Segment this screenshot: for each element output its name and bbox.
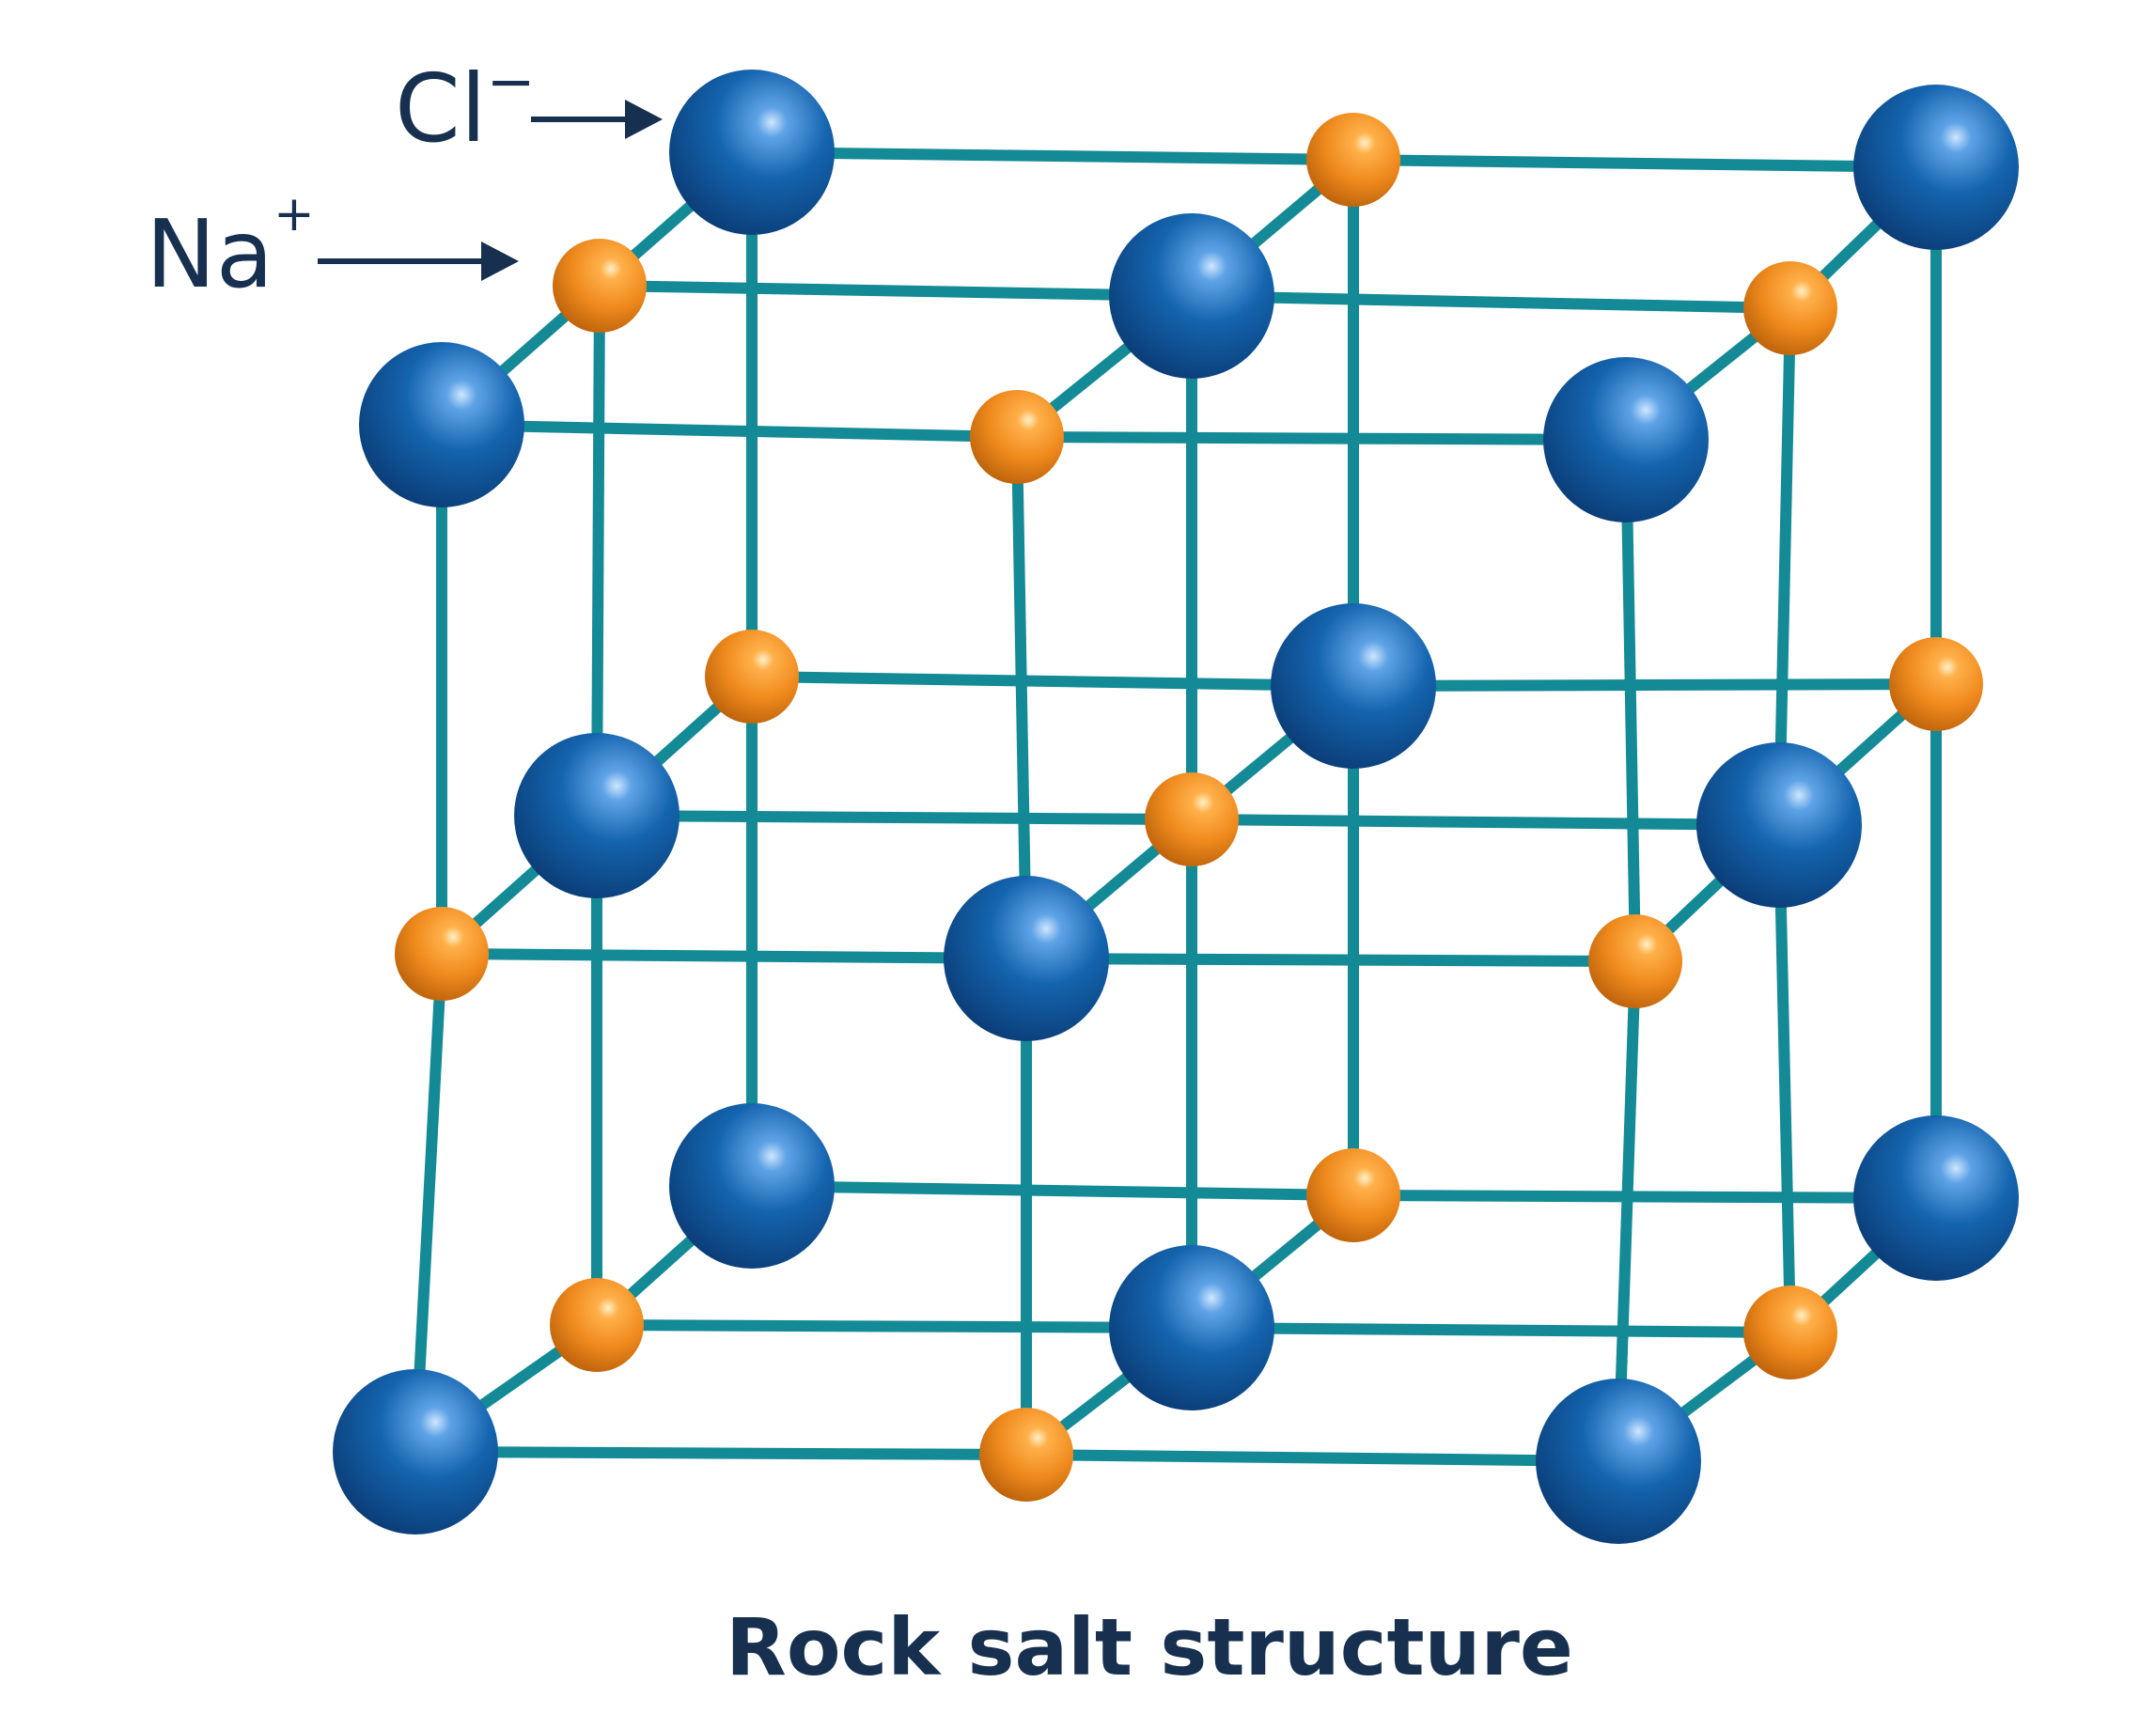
sodium-symbol: Na (146, 199, 273, 309)
orange-sphere-icon (705, 630, 799, 724)
arrow-head-icon (625, 100, 663, 139)
blue-sphere-icon (1271, 603, 1436, 769)
orange-sphere-icon (1889, 637, 1983, 731)
bond-line (746, 671, 1359, 692)
bond-line (1620, 434, 1641, 967)
sodium-label: Na+ (146, 186, 315, 309)
blue-sphere-icon (669, 70, 835, 235)
sodium-charge: + (273, 186, 315, 242)
blue-sphere-icon (1109, 213, 1274, 379)
diagram-caption: Rock salt structure (726, 1601, 1573, 1693)
bond-line (1348, 678, 1942, 692)
bond-line (594, 280, 1197, 302)
chloride-label-group: Cl− (395, 47, 663, 164)
orange-sphere-icon (1588, 914, 1682, 1008)
bond-line (1011, 431, 1632, 445)
blue-sphere-icon (1853, 1115, 2019, 1281)
blue-sphere-icon (333, 1369, 498, 1535)
bond-line (1773, 819, 1796, 1338)
blue-sphere-icon (1696, 742, 1862, 908)
blue-sphere-icon (1853, 85, 2019, 250)
blue-sphere-icon (1109, 1245, 1274, 1410)
bond-line (436, 948, 1032, 964)
orange-sphere-icon (970, 390, 1064, 484)
bond-line (1011, 431, 1032, 964)
bond-line (591, 280, 605, 821)
orange-sphere-icon (550, 1278, 644, 1372)
chloride-label: Cl− (395, 47, 536, 164)
bond-line (1613, 956, 1641, 1467)
bond-line (746, 1180, 1359, 1201)
bond-line (591, 1319, 1197, 1333)
bond-line (410, 948, 447, 1457)
blue-sphere-icon (1536, 1379, 1701, 1544)
orange-sphere-icon (1743, 261, 1837, 355)
orange-sphere-icon (979, 1408, 1073, 1502)
arrow-head-icon (481, 242, 519, 281)
bond-line (1021, 1449, 1624, 1467)
blue-sphere-icon (359, 342, 524, 507)
bond-line (1021, 953, 1641, 967)
orange-sphere-icon (1306, 113, 1400, 207)
bond-line (1348, 1190, 1942, 1204)
bond-line (1186, 1322, 1796, 1338)
bond-line (746, 147, 1359, 165)
orange-sphere-icon (1306, 1148, 1400, 1242)
orange-sphere-icon (1743, 1286, 1837, 1379)
blue-sphere-icon (944, 876, 1109, 1041)
sodium-label-group: Na+ (146, 186, 519, 309)
blue-sphere-icon (669, 1103, 835, 1269)
orange-sphere-icon (553, 239, 647, 333)
chloride-charge: − (487, 47, 536, 116)
blue-sphere-icon (1543, 357, 1709, 522)
bond-line (410, 1446, 1032, 1460)
ion-lattice (333, 70, 2019, 1544)
bond-line (1186, 814, 1785, 831)
bond-line (1186, 290, 1796, 314)
orange-sphere-icon (1145, 772, 1239, 866)
bond-line (1348, 154, 1942, 173)
blue-sphere-icon (514, 733, 680, 898)
chloride-symbol: Cl (395, 54, 487, 164)
bond-line (591, 810, 1197, 825)
bond-line (1773, 303, 1796, 831)
bond-line (436, 419, 1023, 443)
orange-sphere-icon (395, 907, 489, 1001)
